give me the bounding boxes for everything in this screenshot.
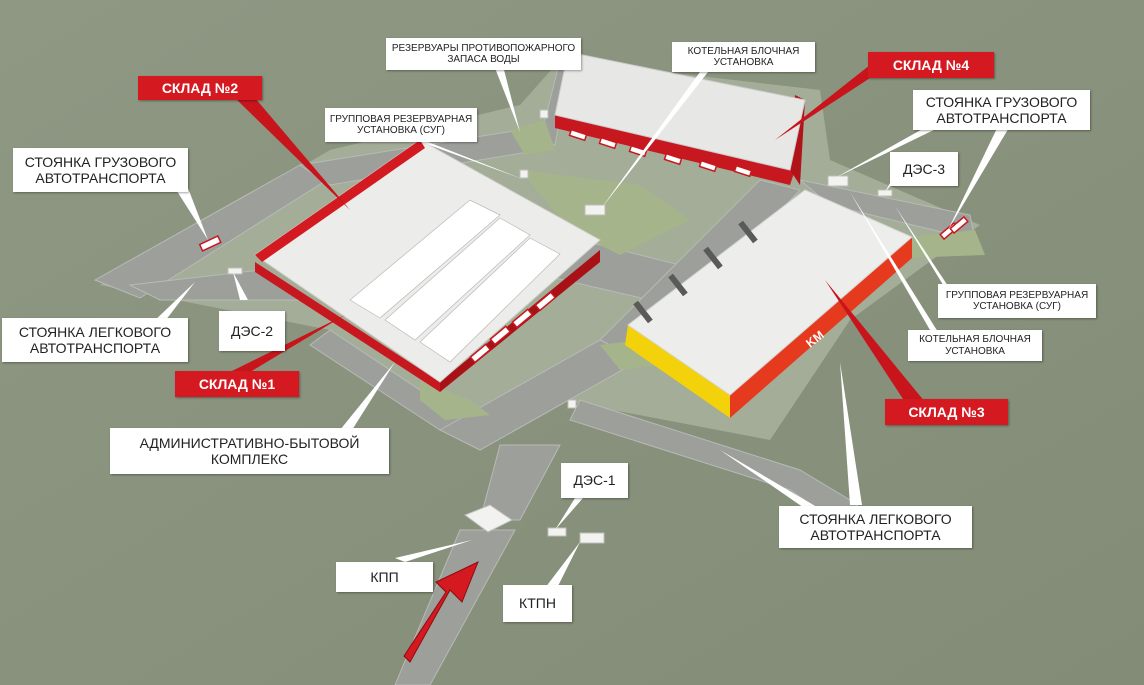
label-car-parking-left: СТОЯНКА ЛЕГКОВОГО АВТОТРАНСПОРТА (2, 318, 188, 362)
small-structures (227, 109, 893, 544)
label-sklad-4: СКЛАД №4 (868, 52, 994, 78)
warehouse-1-trucks (198, 235, 557, 364)
warehouse-3-docks (633, 220, 758, 324)
warehouse-1-skylights (349, 199, 561, 363)
label-sklad-1: СКЛАД №1 (175, 371, 299, 397)
label-sklad-3: СКЛАД №3 (885, 399, 1008, 425)
truck-parking-right-vehicles (939, 215, 969, 241)
callout-pointers-white (150, 66, 1010, 592)
label-transformer-substation: КТПН (503, 585, 572, 622)
label-truck-parking-left: СТОЯНКА ГРУЗОВОГО АВТОТРАНСПОРТА (13, 148, 188, 192)
label-checkpoint: КПП (336, 562, 433, 592)
label-des-3: ДЭС-3 (890, 152, 958, 186)
label-car-parking-right: СТОЯНКА ЛЕГКОВОГО АВТОТРАНСПОРТА (779, 506, 972, 548)
callout-pointers-red (230, 65, 925, 402)
label-lpg-top: ГРУППОВАЯ РЕЗЕРВУАРНАЯ УСТАНОВКА (СУГ) (325, 108, 477, 142)
label-fire-reservoirs: РЕЗЕРВУАРЫ ПРОТИВОПОЖАРНОГО ЗАПАСА ВОДЫ (386, 38, 581, 70)
label-truck-parking-right: СТОЯНКА ГРУЗОВОГО АВТОТРАНСПОРТА (913, 90, 1090, 130)
label-admin-complex: АДМИНИСТРАТИВНО-БЫТОВОЙ КОМПЛЕКС (110, 428, 389, 474)
label-des-1: ДЭС-1 (561, 463, 628, 498)
entrance-arrow (403, 560, 479, 663)
label-boiler-right: КОТЕЛЬНАЯ БЛОЧНАЯ УСТАНОВКА (908, 330, 1042, 361)
label-des-2: ДЭС-2 (219, 311, 285, 351)
label-sklad-2: СКЛАД №2 (138, 76, 262, 100)
label-boiler-top: КОТЕЛЬНАЯ БЛОЧНАЯ УСТАНОВКА (672, 42, 815, 72)
warehouse-3 (625, 189, 913, 418)
label-lpg-right: ГРУППОВАЯ РЕЗЕРВУАРНАЯ УСТАНОВКА (СУГ) (938, 284, 1096, 318)
